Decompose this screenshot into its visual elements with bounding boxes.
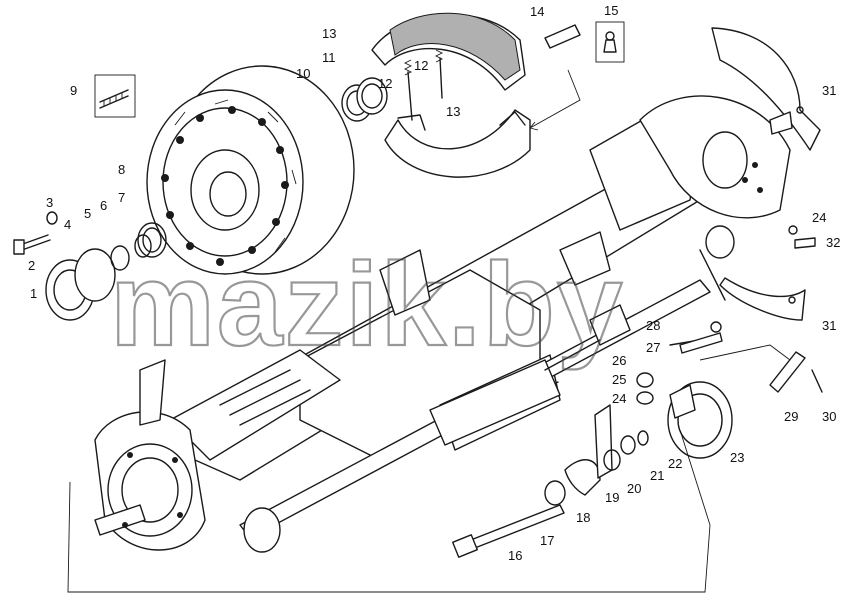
brake-drum [146, 65, 355, 275]
dust-shields [711, 27, 821, 321]
leader-lines [67, 69, 791, 593]
callout-label: 24 [612, 391, 626, 406]
watermark-text: mazik.by [110, 239, 624, 371]
pin-and-nipple [544, 21, 625, 63]
hub-cap-assembly [13, 211, 167, 321]
callout-label: 2 [28, 258, 35, 273]
power-cylinder [429, 304, 631, 446]
callout-label: 13 [446, 104, 460, 119]
callout-label: 30 [822, 409, 836, 424]
callout-label: 13 [322, 26, 336, 41]
callout-label: 23 [730, 450, 744, 465]
callout-label: 18 [576, 510, 590, 525]
callout-label: 8 [118, 162, 125, 177]
callout-label: 28 [646, 318, 660, 333]
callout-label: 21 [650, 468, 664, 483]
seal-rings [341, 77, 388, 122]
bolt-parts [679, 225, 823, 393]
axle-housing [149, 109, 701, 481]
steering-arm-parts [452, 404, 649, 558]
callout-label: 25 [612, 372, 626, 387]
callout-label: 4 [64, 217, 71, 232]
callout-label: 5 [84, 206, 91, 221]
callout-label: 10 [296, 66, 310, 81]
cover-assembly [636, 339, 733, 459]
callout-label: 17 [540, 533, 554, 548]
right-knuckle [639, 95, 793, 219]
wheel-stud [94, 74, 136, 118]
callout-label: 20 [627, 481, 641, 496]
callout-label: 24 [812, 210, 826, 225]
callout-label: 3 [46, 195, 53, 210]
callout-label: 6 [100, 198, 107, 213]
callout-label: 1 [30, 286, 37, 301]
callout-label: 15 [604, 3, 618, 18]
callout-label: 26 [612, 353, 626, 368]
callout-label: 27 [646, 340, 660, 355]
brake-shoes [371, 12, 531, 178]
callout-label: 12 [414, 58, 428, 73]
callout-label: 9 [70, 83, 77, 98]
callout-label: 19 [605, 490, 619, 505]
callout-label: 22 [668, 456, 682, 471]
callout-label: 14 [530, 4, 544, 19]
callout-label: 16 [508, 548, 522, 563]
callout-label: 31 [822, 83, 836, 98]
callout-label: 7 [118, 190, 125, 205]
callout-label: 11 [322, 50, 336, 65]
callout-label: 31 [822, 318, 836, 333]
callout-label: 29 [784, 409, 798, 424]
callout-label: 12 [378, 76, 392, 91]
callout-label: 32 [826, 235, 840, 250]
left-knuckle [94, 359, 206, 551]
callouts: 1 2 3 4 5 6 7 8 9 10 11 12 12 13 13 14 1… [28, 3, 840, 563]
